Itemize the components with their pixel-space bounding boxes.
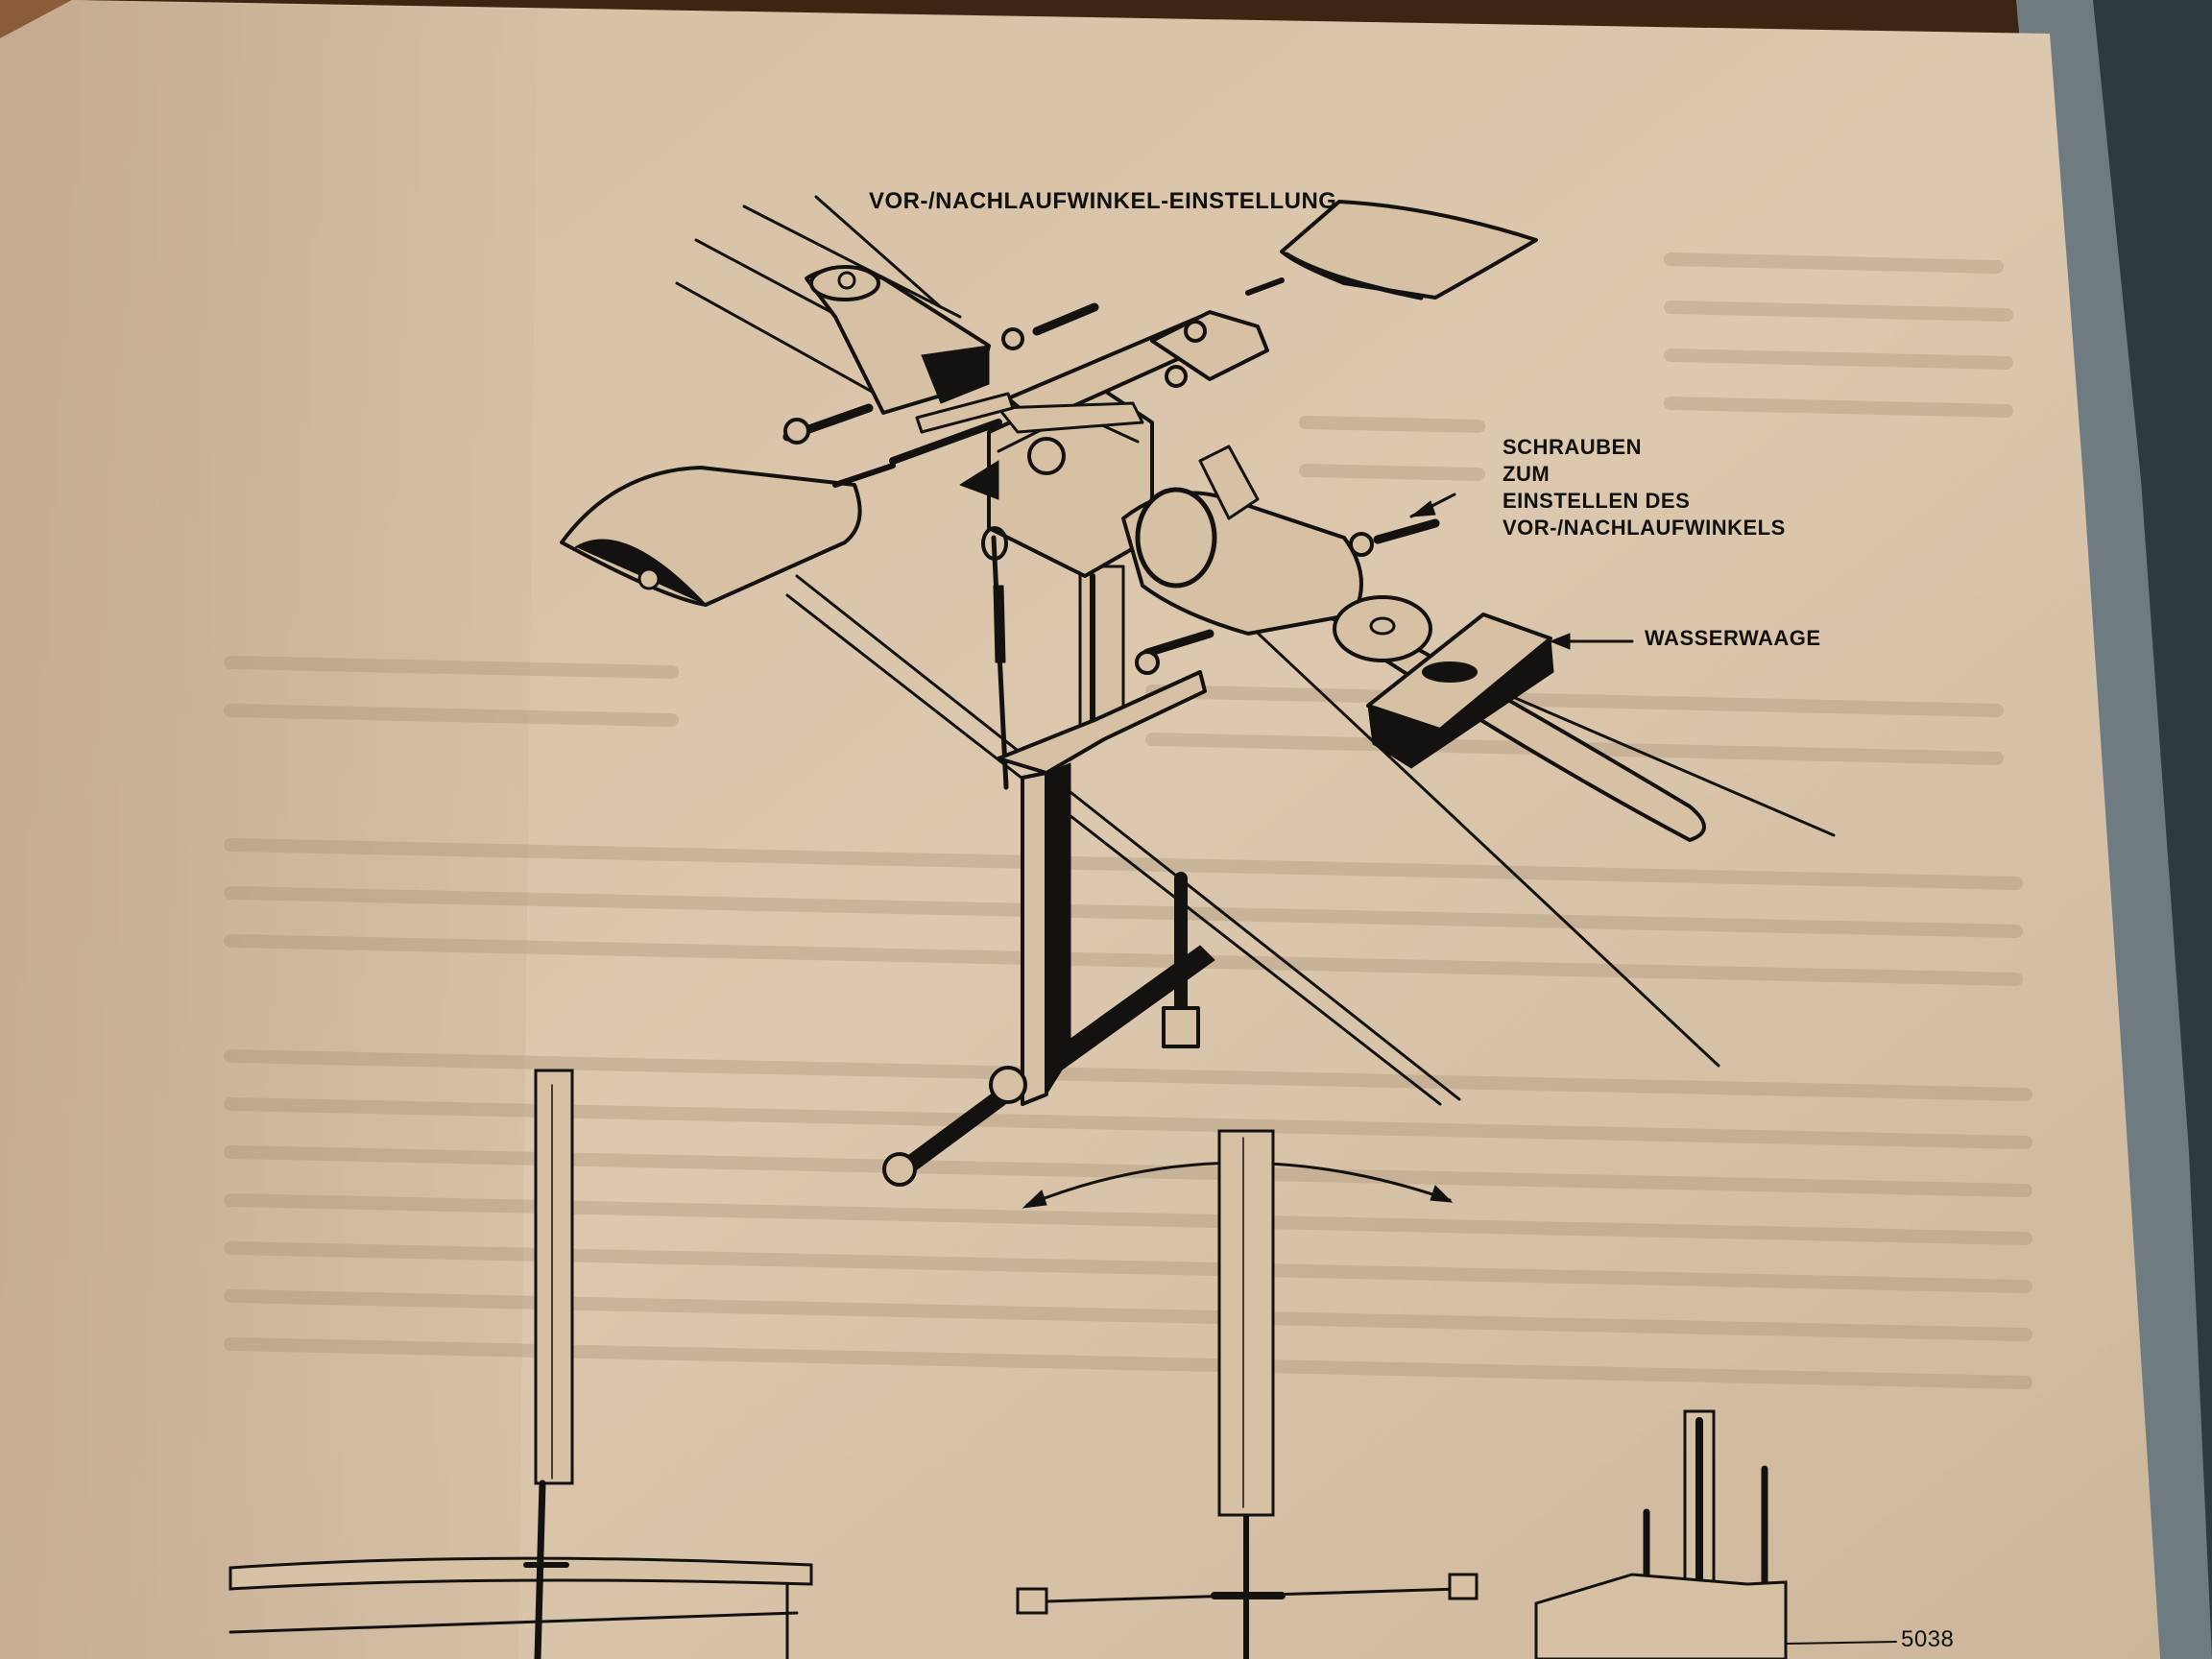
screws-label-line-4: VOR-/NACHLAUFWINKELS	[1503, 516, 1786, 540]
screws-label: SCHRAUBEN ZUM EINSTELLEN DES VOR-/NACHLA…	[1503, 434, 1786, 541]
rotor-head-illustration	[560, 195, 1836, 1187]
bottom-figures	[228, 1069, 1897, 1659]
spirit-level-label: WASSERWAAGE	[1645, 626, 1821, 650]
screws-label-line-2: ZUM	[1503, 462, 1551, 486]
page-number: 5038	[1901, 1626, 1955, 1652]
screws-label-line-3: EINSTELLEN DES	[1503, 489, 1691, 513]
title-label: VOR-/NACHLAUFWINKEL-EINSTELLUNG	[869, 188, 1337, 214]
screws-label-line-1: SCHRAUBEN	[1503, 435, 1643, 459]
